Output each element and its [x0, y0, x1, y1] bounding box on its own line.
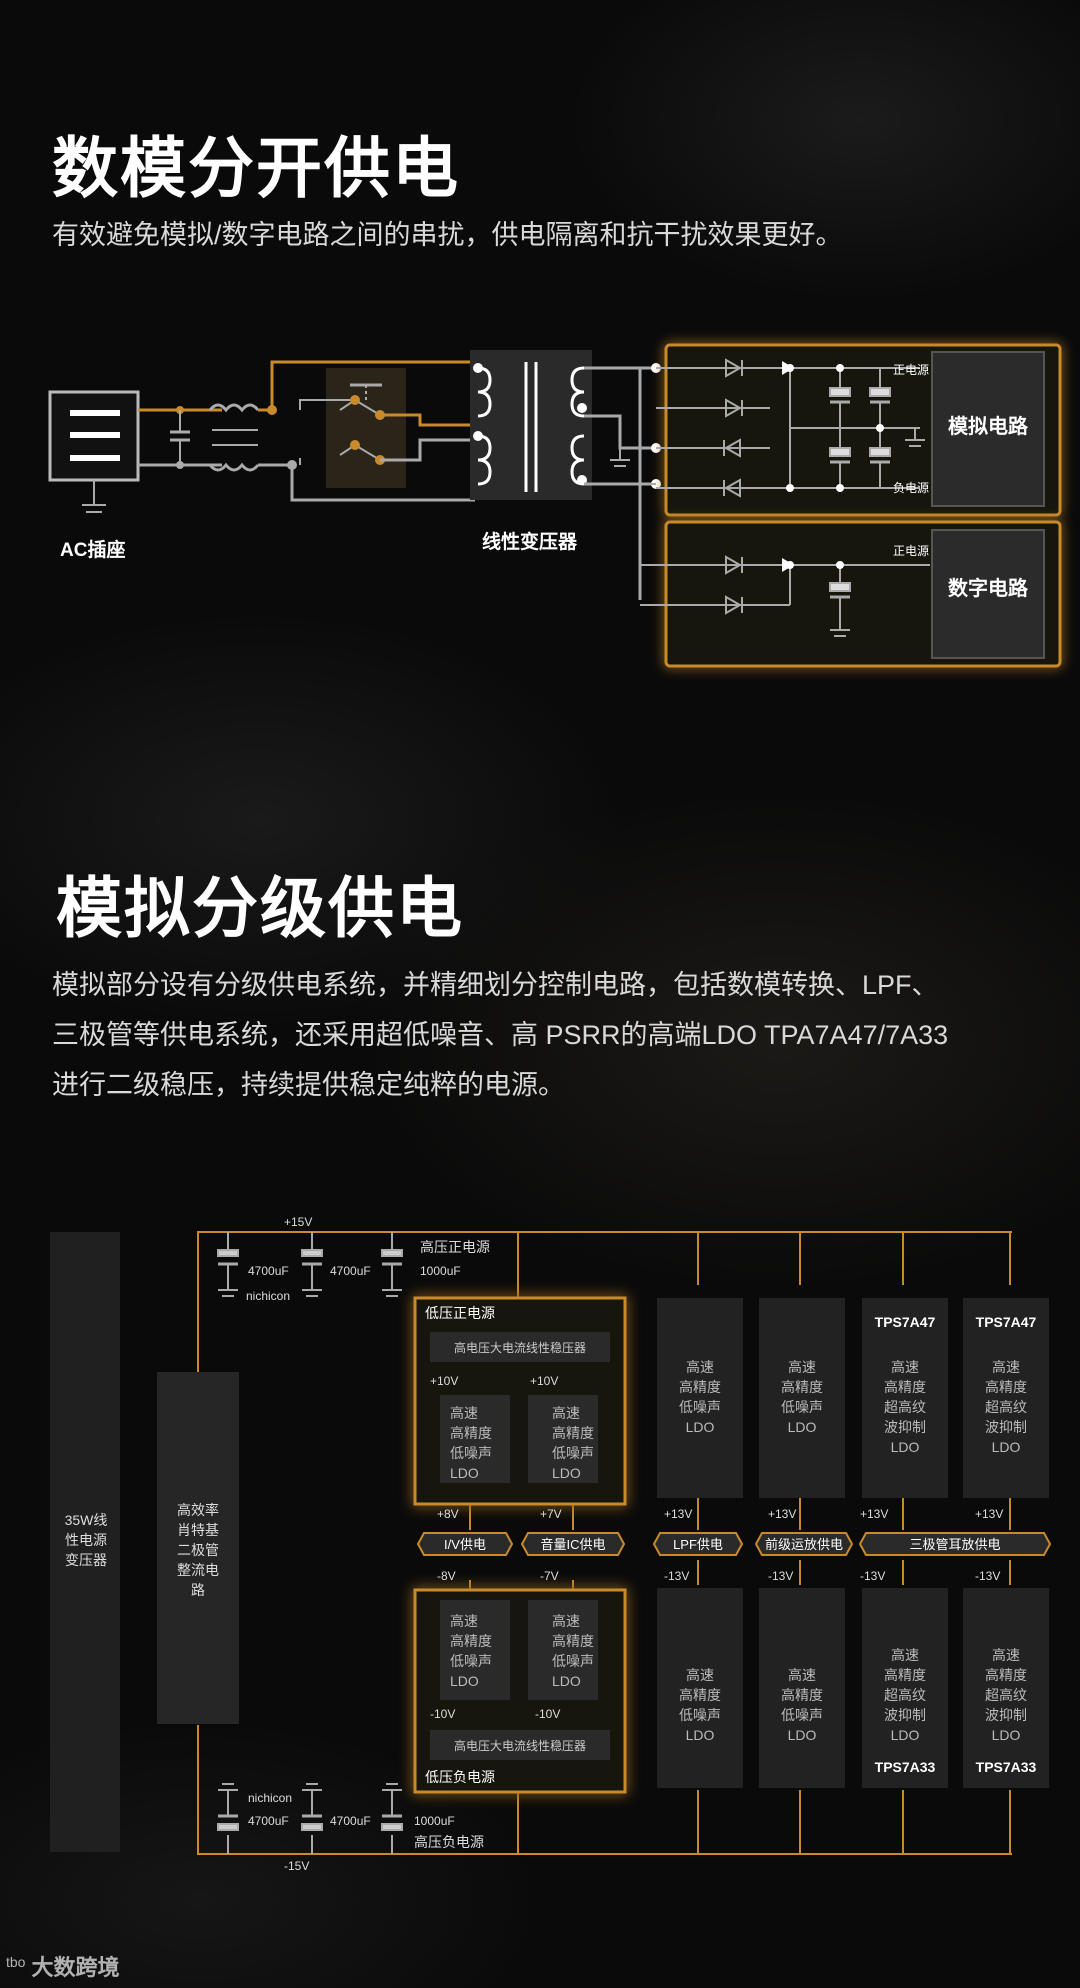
transformer-label: 线性变压器 [482, 530, 578, 553]
analog-circuit-label: 模拟电路 [948, 414, 1029, 438]
digital-circuit-label: 数字电路 [948, 576, 1029, 600]
digital-pos-label: 正电源 [893, 544, 929, 558]
section2-title: 模拟分级供电 [56, 855, 464, 951]
ac-socket-icon [50, 392, 138, 512]
power-isolation-diagram: AC插座 线性变压器 [0, 0, 1080, 700]
analog-pos-label: 正电源 [893, 363, 929, 377]
ac-label: AC插座 [60, 538, 125, 561]
section2-desc-line1: 模拟部分设有分级供电系统，并精细划分控制电路，包括数模转换、LPF、 [52, 962, 939, 1009]
section2-desc-line3: 进行二级稳压，持续提供稳定纯粹的电源。 [52, 1062, 565, 1109]
analog-neg-label: 负电源 [893, 481, 929, 495]
section2-desc-line2: 三极管等供电系统，还采用超低噪音、高 PSRR的高端LDO TPA7A47/7A… [52, 1012, 948, 1059]
